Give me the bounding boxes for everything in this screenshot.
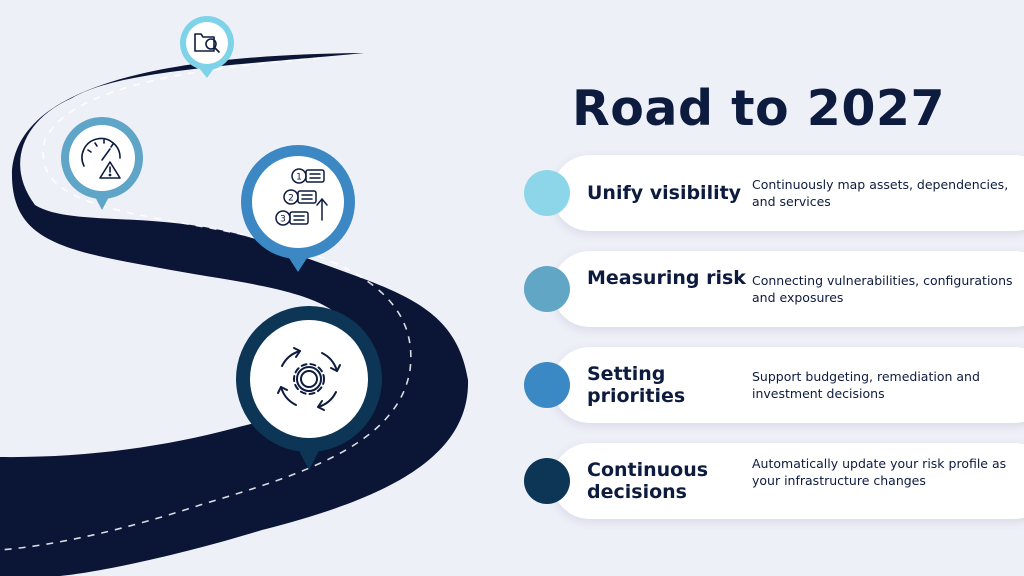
priority-number-3: 3 — [280, 215, 286, 225]
step-title-measuring-risk: Measuring risk — [587, 267, 746, 289]
step-title-setting-priorities: Setting priorities — [587, 363, 686, 407]
pin-gauge-warning — [61, 117, 143, 210]
priority-number-2: 2 — [288, 194, 294, 204]
step-dot-unify-visibility — [524, 170, 570, 216]
gauge-warning-icon — [81, 137, 121, 179]
pin-folder-search — [180, 16, 234, 78]
step-title-unify-visibility: Unify visibility — [587, 182, 742, 204]
step-desc-measuring-risk: Connecting vulnerabilities, configuratio… — [752, 273, 1013, 305]
page-title: Road to 2027 — [572, 80, 946, 137]
step-desc-setting-priorities: Support budgeting, remediation and inves… — [752, 369, 980, 401]
step-card-setting-priorities — [552, 347, 1024, 423]
step-card-measuring-risk — [552, 251, 1024, 327]
step-dot-measuring-risk — [524, 266, 570, 312]
step-desc-unify-visibility: Continuously map assets, dependencies, a… — [752, 177, 1009, 209]
step-card-continuous-decisions — [552, 443, 1024, 519]
step-desc-continuous-decisions: Automatically update your risk profile a… — [752, 456, 1007, 488]
pin-gear-cycle — [236, 306, 382, 470]
step-dot-setting-priorities — [524, 362, 570, 408]
numbered-priority-list-icon — [275, 168, 328, 226]
gear-cycle-icon — [277, 347, 341, 411]
step-dot-continuous-decisions — [524, 458, 570, 504]
winding-road — [0, 53, 469, 576]
step-title-continuous-decisions: Continuous decisions — [587, 459, 709, 503]
priority-number-1: 1 — [296, 173, 302, 183]
folder-search-icon — [194, 33, 220, 53]
pin-priority-list: 1 2 3 — [241, 145, 355, 272]
road-illustration: 1 2 3 — [0, 16, 469, 576]
step-card-unify-visibility — [552, 155, 1024, 231]
